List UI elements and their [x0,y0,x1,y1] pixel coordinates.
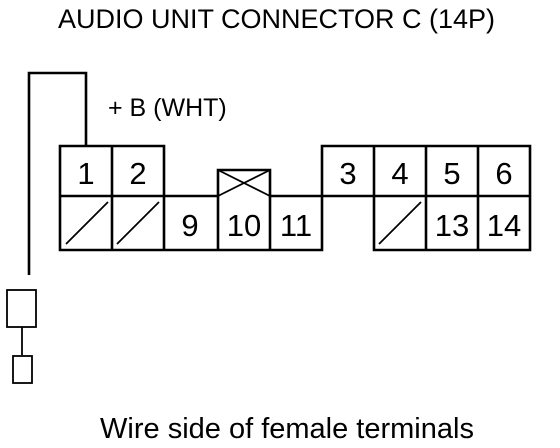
pin-3: 3 [339,156,356,191]
pin-1: 1 [77,156,94,191]
empty-cavity-12 [378,201,422,245]
pin-13: 13 [435,208,469,243]
pin-2: 2 [129,156,146,191]
pin-9: 9 [181,208,198,243]
pin-4: 4 [391,156,408,191]
pin-10: 10 [227,208,261,243]
fuse-symbol [6,289,37,328]
pin-11: 11 [280,208,312,243]
power-wire [27,71,88,275]
pin-14: 14 [487,208,521,243]
diagram-title: AUDIO UNIT CONNECTOR C (14P) [58,4,495,34]
pin-6: 6 [495,156,512,191]
empty-cavity-7 [65,201,109,245]
ground-symbol [12,355,33,384]
pin-5: 5 [443,156,460,191]
wire-label: + B (WHT) [108,94,227,122]
diagram-caption: Wire side of female terminals [100,413,474,445]
lock-tab-x2 [217,169,271,197]
empty-cavity-8 [116,201,160,245]
connector-outline [58,144,532,252]
